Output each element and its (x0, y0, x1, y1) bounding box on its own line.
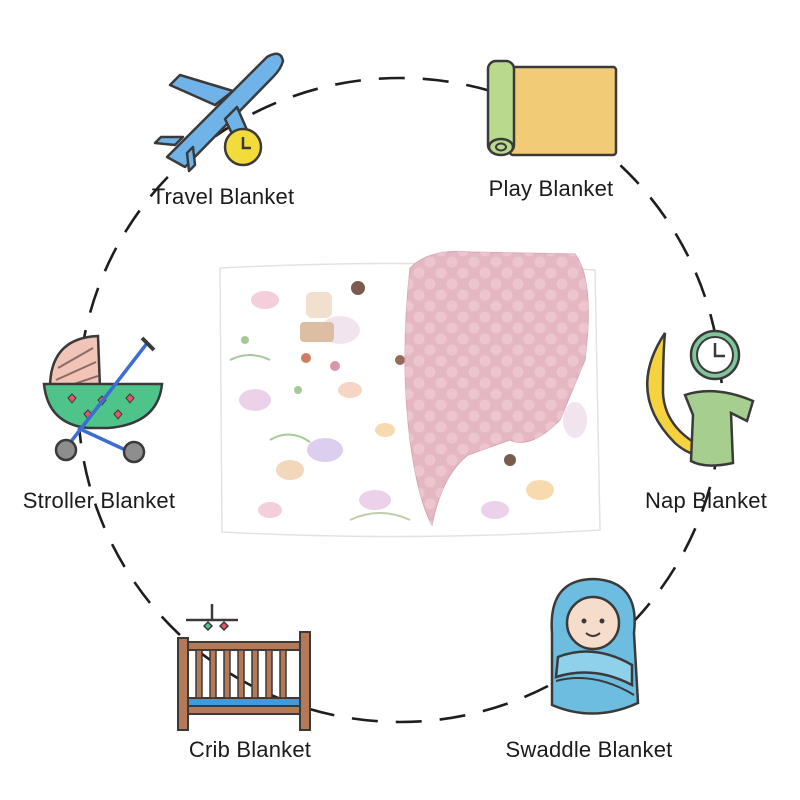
folded-blanket-image (219, 250, 601, 538)
travel-blanket-label: Travel Blanket (151, 184, 295, 209)
swaddle-blanket-label: Swaddle Blanket (505, 737, 673, 762)
play-blanket-label: Play Blanket (488, 176, 614, 201)
baby-stroller-icon (42, 334, 164, 464)
nap-blanket-label: Nap Blanket (644, 488, 768, 513)
moon-clock-blanket-icon (646, 329, 755, 467)
crib-blanket-label: Crib Blanket (188, 737, 312, 762)
rolled-mat-icon (486, 59, 618, 157)
stroller-blanket-label: Stroller Blanket (22, 488, 176, 513)
baby-crib-icon (177, 604, 311, 731)
swaddled-baby-icon (550, 577, 640, 715)
airplane-clock-icon (153, 52, 285, 173)
